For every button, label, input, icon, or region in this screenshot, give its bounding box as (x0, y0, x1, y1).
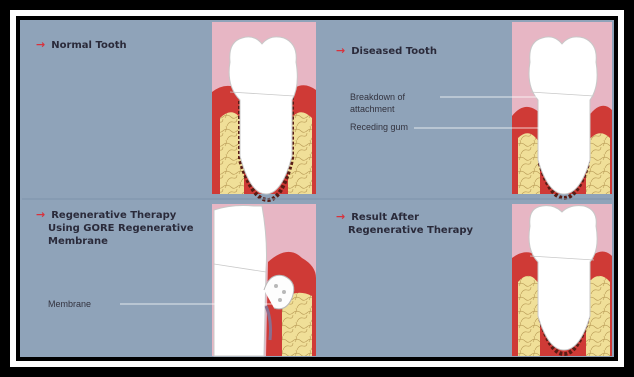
label-breakdown-line1: Breakdown of (350, 92, 406, 102)
label-receding-gum: Receding gum (350, 122, 408, 132)
panel-title-result-line2: Regenerative Therapy (348, 225, 474, 236)
panel-title-regenerative-line1: Regenerative Therapy (51, 210, 177, 221)
tooth-regenerative (214, 206, 267, 357)
arrow-icon: → (36, 208, 45, 221)
membrane-dot (282, 290, 286, 294)
panel-title-regenerative-line2: Using GORE Regenerative (48, 223, 194, 234)
panel-title-diseased: Diseased Tooth (351, 46, 437, 57)
panel-title-regenerative-line3: Membrane (48, 236, 108, 247)
membrane-dot (278, 298, 282, 302)
panel-title-result-line1: Result After (351, 212, 419, 223)
arrow-icon: → (336, 44, 345, 57)
panel-title-normal: Normal Tooth (51, 40, 126, 51)
arrow-icon: → (336, 210, 345, 223)
label-membrane: Membrane (48, 299, 91, 309)
membrane-dot (274, 284, 278, 288)
arrow-icon: → (36, 38, 45, 51)
label-breakdown-line2: attachment (350, 104, 395, 114)
